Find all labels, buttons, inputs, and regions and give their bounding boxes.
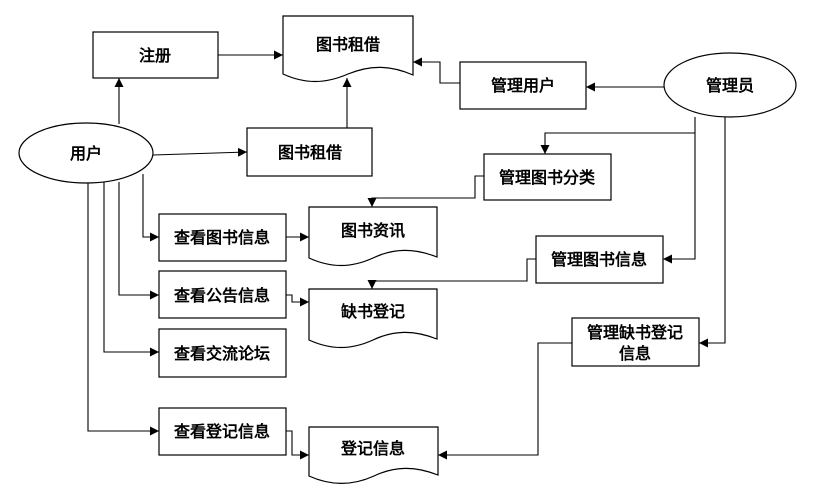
node-book-rental: 图书租借	[246, 127, 373, 177]
node-view-register-info: 查看登记信息	[158, 407, 287, 456]
node-register-info-doc: 登记信息	[308, 426, 439, 485]
node-register-label: 注册	[139, 46, 171, 65]
node-manage-users: 管理用户	[459, 61, 587, 110]
edge-shortage-to-register-info	[438, 342, 572, 460]
node-view-forum: 查看交流论坛	[158, 328, 287, 378]
edge-admin-to-manage-book-info	[663, 133, 696, 264]
node-book-rental-doc-label: 图书租借	[316, 35, 380, 54]
node-book-news-doc-label: 图书资讯	[341, 221, 405, 240]
node-manage-users-label: 管理用户	[491, 76, 555, 95]
node-book-news-doc: 图书资讯	[308, 206, 438, 267]
node-register-info-doc-label: 登记信息	[340, 439, 405, 458]
node-manage-category: 管理图书分类	[483, 153, 612, 201]
node-view-notice-info-label: 查看公告信息	[174, 286, 270, 305]
node-user-label: 用户	[70, 144, 102, 163]
node-manage-shortage-label-1: 管理缺书登记	[587, 323, 683, 342]
node-register: 注册	[92, 31, 219, 79]
edge-manage-users-to-rental-doc	[413, 57, 460, 84]
node-manage-book-info-label: 管理图书信息	[551, 250, 647, 269]
edge-category-to-book-news	[367, 175, 484, 207]
node-shortage-doc: 缺书登记	[308, 288, 438, 349]
node-manage-book-info: 管理图书信息	[535, 235, 664, 284]
node-view-forum-label: 查看交流论坛	[174, 344, 270, 363]
node-admin-label: 管理员	[706, 76, 754, 95]
edge-user-to-view-forum	[103, 182, 159, 357]
node-view-register-info-label: 查看登记信息	[174, 422, 270, 441]
edge-user-to-view-book	[142, 174, 159, 242]
edge-book-info-to-shortage	[367, 258, 536, 289]
edge-user-to-view-register	[87, 180, 159, 436]
node-manage-category-label: 管理图书分类	[499, 168, 596, 187]
edge-view-register-to-doc	[286, 430, 309, 460]
edge-admin-to-manage-category	[540, 117, 696, 154]
edge-user-to-view-notice	[118, 182, 159, 300]
edge-admin-to-manage-shortage	[699, 114, 726, 348]
node-view-book-info: 查看图书信息	[158, 213, 287, 262]
node-manage-shortage: 管理缺书登记 信息	[571, 317, 700, 367]
edge-view-notice-to-shortage	[286, 294, 309, 307]
node-user: 用户	[18, 122, 154, 184]
node-admin: 管理员	[663, 52, 797, 118]
node-view-notice-info: 查看公告信息	[158, 270, 287, 319]
edges	[87, 50, 726, 460]
node-shortage-doc-label: 缺书登记	[341, 302, 405, 321]
edge-user-to-rental	[152, 147, 248, 157]
node-view-book-info-label: 查看图书信息	[174, 228, 270, 247]
node-book-rental-label: 图书租借	[278, 143, 342, 162]
node-manage-shortage-label-2: 信息	[619, 344, 651, 363]
node-book-rental-doc: 图书租借	[282, 15, 414, 83]
